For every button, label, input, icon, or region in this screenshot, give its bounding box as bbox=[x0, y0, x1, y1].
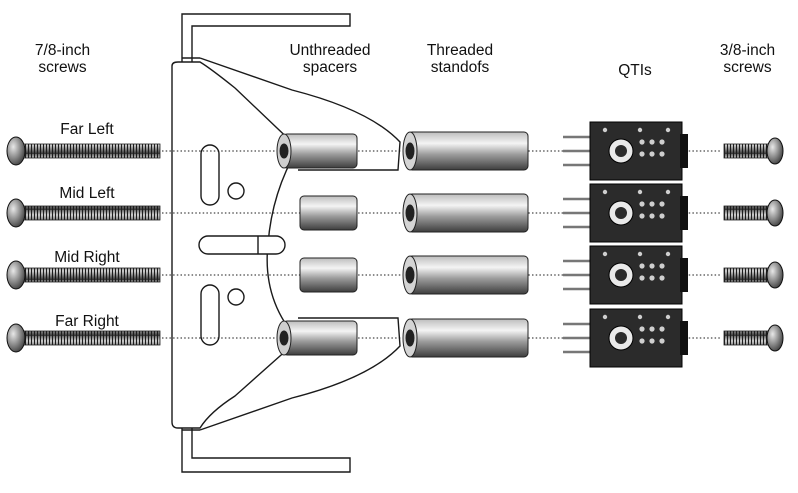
header-unthreaded-spacers: Unthreaded spacers bbox=[289, 42, 371, 76]
header-qtis: QTIs bbox=[618, 62, 652, 79]
short-screw-mid-left bbox=[723, 199, 784, 227]
row-label-far-right: Far Right bbox=[55, 313, 119, 330]
row-label-mid-right: Mid Right bbox=[54, 249, 120, 266]
spacer-far-right bbox=[276, 320, 358, 356]
header-short-screws: 3/8-inch screws bbox=[719, 42, 776, 76]
row-label-far-left: Far Left bbox=[60, 121, 114, 138]
qti-sensors bbox=[563, 121, 688, 368]
spacer-mid-left bbox=[299, 195, 358, 231]
qti-sensor-far-right bbox=[563, 308, 688, 368]
standoff-mid-right bbox=[402, 255, 529, 295]
row-label-mid-left: Mid Left bbox=[59, 185, 115, 202]
long-screw-far-left bbox=[6, 136, 161, 166]
long-screw-far-right bbox=[6, 323, 161, 353]
unthreaded-spacers bbox=[276, 133, 358, 356]
qti-sensor-mid-right bbox=[563, 245, 688, 305]
long-screw-mid-right bbox=[6, 260, 161, 290]
short-screw-mid-right bbox=[723, 261, 784, 289]
standoff-mid-left bbox=[402, 193, 529, 233]
qti-sensor-mid-left bbox=[563, 183, 688, 243]
short-screws bbox=[723, 137, 784, 352]
qti-sensor-far-left bbox=[563, 121, 688, 181]
short-screw-far-left bbox=[723, 137, 784, 165]
header-threaded-standoffs: Threaded standofs bbox=[426, 42, 494, 76]
standoff-far-right bbox=[402, 318, 529, 358]
spacer-mid-right bbox=[299, 257, 358, 293]
standoff-far-left bbox=[402, 131, 529, 171]
short-screw-far-right bbox=[723, 324, 784, 352]
spacer-far-left bbox=[276, 133, 358, 169]
long-screws bbox=[6, 136, 161, 353]
threaded-standoffs bbox=[402, 131, 529, 358]
long-screw-mid-left bbox=[6, 198, 161, 228]
header-long-screws: 7/8-inch screws bbox=[34, 42, 91, 76]
mounting-bracket bbox=[171, 13, 401, 473]
